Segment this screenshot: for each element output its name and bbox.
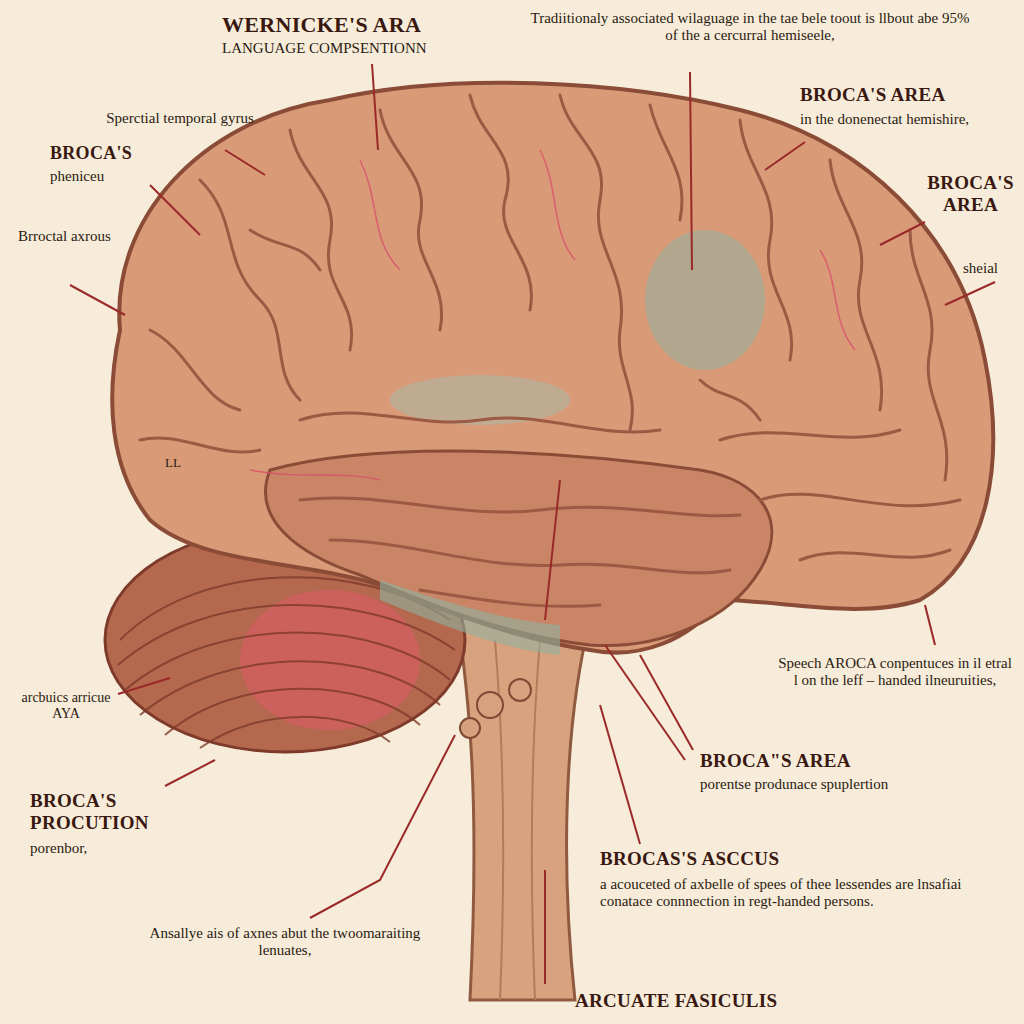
- region-label: pheniceu: [50, 168, 170, 185]
- region-label: arcbuics arricue AYA: [10, 690, 122, 722]
- area-title: BROCA'S AREA: [923, 172, 1018, 216]
- region-label: sheial: [963, 260, 1018, 277]
- note-text: in the donenectat hemishire,: [800, 111, 1010, 128]
- area-title: BROCAS'S ASCCUS: [600, 848, 900, 870]
- area-title: BROCA'S: [50, 143, 170, 164]
- region-label: porenbor,: [30, 840, 210, 857]
- note-text: porentse produnace spuplertion: [700, 776, 900, 793]
- note-text: Ansallye ais of axnes abut the twoomarai…: [140, 925, 430, 960]
- leader-lines: [70, 64, 995, 984]
- area-title: BROCA"S AREA: [700, 750, 900, 772]
- cerebrum: [112, 83, 993, 653]
- area-title: WERNICKE'S ARA: [222, 12, 482, 37]
- region-label: Sperctial temporal gyrus: [105, 110, 255, 127]
- area-subtitle: LANGUAGE COMPSENTIONN: [222, 40, 522, 57]
- temporal-lobe: [266, 451, 772, 645]
- note-text: Speech AROCA conpentuces in il etral l o…: [775, 655, 1015, 690]
- area-title: BROCA'S PROCUTION: [30, 790, 220, 834]
- note-text: a acouceted of axbelle of spees of thee …: [600, 876, 1010, 911]
- area-title: BROCA'S AREA: [800, 84, 990, 106]
- region-label: Brroctal axrous: [18, 228, 118, 245]
- area-title: ARCUATE FASICULIS: [575, 990, 855, 1012]
- brainstem: [455, 600, 590, 1000]
- note-text: Tradiitionaly associated wilaguage in th…: [525, 10, 975, 45]
- region-label: LL: [165, 456, 195, 471]
